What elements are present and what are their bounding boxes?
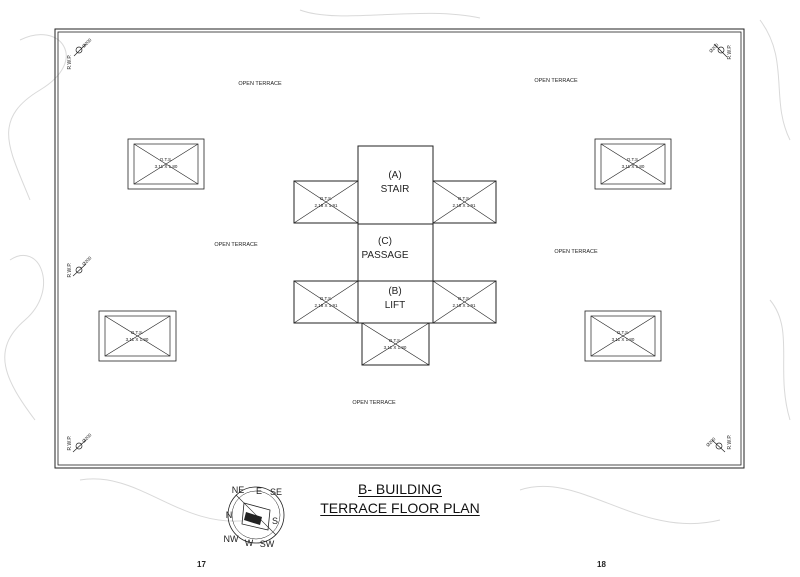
svg-text:O.T.S.: O.T.S.	[458, 296, 471, 301]
compass-sw: SW	[260, 539, 275, 549]
open-terrace-label-bottom: OPEN TERRACE	[352, 400, 396, 406]
stair-name: STAIR	[381, 184, 410, 195]
page-number-left: 17	[197, 560, 206, 569]
plan-title-building: B- BUILDING	[357, 481, 442, 497]
compass-s: S	[272, 516, 278, 526]
svg-text:R.W.P.: R.W.P.	[727, 435, 733, 450]
svg-text:O.T.S.: O.T.S.	[627, 157, 640, 162]
compass-se: SE	[270, 487, 282, 497]
svg-text:Ø200: Ø200	[708, 42, 720, 54]
rwp-bottom-left: R.W.P. Ø200	[67, 432, 93, 453]
svg-text:R.W.P.: R.W.P.	[67, 55, 73, 70]
svg-text:O.T.S.: O.T.S.	[131, 330, 144, 335]
svg-text:R.W.P.: R.W.P.	[727, 45, 733, 60]
passage-name: PASSAGE	[361, 250, 408, 261]
svg-text:2.18 X 1.91: 2.18 X 1.91	[452, 303, 476, 308]
open-terrace-label-ml: OPEN TERRACE	[214, 242, 258, 248]
lift-name: LIFT	[385, 300, 406, 311]
svg-text:Ø200: Ø200	[81, 255, 93, 267]
stair-letter: (A)	[388, 170, 401, 181]
outer-border	[54, 28, 745, 469]
inner-border	[57, 31, 742, 466]
compass-nw: NW	[224, 534, 239, 544]
svg-text:R.W.P.: R.W.P.	[67, 436, 73, 451]
svg-text:O.T.S.: O.T.S.	[389, 338, 402, 343]
ots-bottom-right: O.T.S. 3.11 X 1.80	[584, 310, 662, 362]
plan-title-floor: TERRACE FLOOR PLAN	[320, 500, 480, 516]
page-number-right: 18	[597, 560, 606, 569]
ots-stair-right: O.T.S. 2.18 X 1.91	[432, 180, 497, 224]
compass-w: W	[245, 538, 254, 548]
svg-text:O.T.S.: O.T.S.	[320, 296, 333, 301]
svg-text:Ø200: Ø200	[705, 436, 717, 448]
svg-text:2.18 X 1.91: 2.18 X 1.91	[452, 203, 476, 208]
svg-text:O.T.S.: O.T.S.	[617, 330, 630, 335]
rwp-top-right: R.W.P. Ø200	[708, 42, 733, 59]
compass-circle	[227, 486, 285, 544]
svg-text:3.11 X 1.80: 3.11 X 1.80	[622, 164, 645, 169]
ots-bottom-left: O.T.S. 3.11 X 1.80	[98, 310, 177, 362]
rwp-bottom-right: R.W.P. Ø200	[705, 435, 733, 453]
compass-ne: NE	[232, 485, 245, 495]
svg-text:O.T.S.: O.T.S.	[320, 196, 333, 201]
open-terrace-label-mr: OPEN TERRACE	[554, 249, 598, 255]
svg-text:3.11 X 1.80: 3.11 X 1.80	[384, 345, 407, 350]
background-contours	[4, 9, 791, 525]
rwp-mid-left: R.W.P. Ø200	[67, 255, 93, 277]
open-terrace-label-tr: OPEN TERRACE	[534, 78, 578, 84]
svg-text:3.11 X 1.80: 3.11 X 1.80	[126, 337, 149, 342]
svg-text:3.11 X 1.80: 3.11 X 1.80	[612, 337, 635, 342]
svg-text:2.18 X 1.91: 2.18 X 1.91	[314, 203, 338, 208]
svg-text:R.W.P.: R.W.P.	[67, 263, 73, 278]
ots-stair-left: O.T.S. 2.18 X 1.91	[293, 180, 359, 224]
ots-top-left: O.T.S. 3.11 X 1.80	[127, 138, 205, 190]
compass-rose: NE E SE N S NW W SW	[224, 485, 285, 549]
passage-letter: (C)	[378, 236, 392, 247]
open-terrace-label-tl: OPEN TERRACE	[238, 81, 282, 87]
lift-letter: (B)	[388, 286, 401, 297]
ots-below-lift: O.T.S. 3.11 X 1.80	[361, 322, 430, 366]
ots-lift-right: O.T.S. 2.18 X 1.91	[432, 280, 497, 324]
svg-text:Ø200: Ø200	[81, 37, 93, 49]
svg-text:3.11 X 1.80: 3.11 X 1.80	[155, 164, 178, 169]
svg-text:2.18 X 1.91: 2.18 X 1.91	[314, 303, 338, 308]
compass-e: E	[256, 486, 262, 496]
ots-lift-left: O.T.S. 2.18 X 1.91	[293, 280, 359, 324]
svg-text:Ø200: Ø200	[81, 432, 93, 444]
rwp-top-left: R.W.P. Ø200	[67, 37, 93, 69]
svg-text:O.T.S.: O.T.S.	[160, 157, 173, 162]
compass-n: N	[226, 510, 233, 520]
svg-text:O.T.S.: O.T.S.	[458, 196, 471, 201]
ots-top-right: O.T.S. 3.11 X 1.80	[594, 138, 672, 190]
